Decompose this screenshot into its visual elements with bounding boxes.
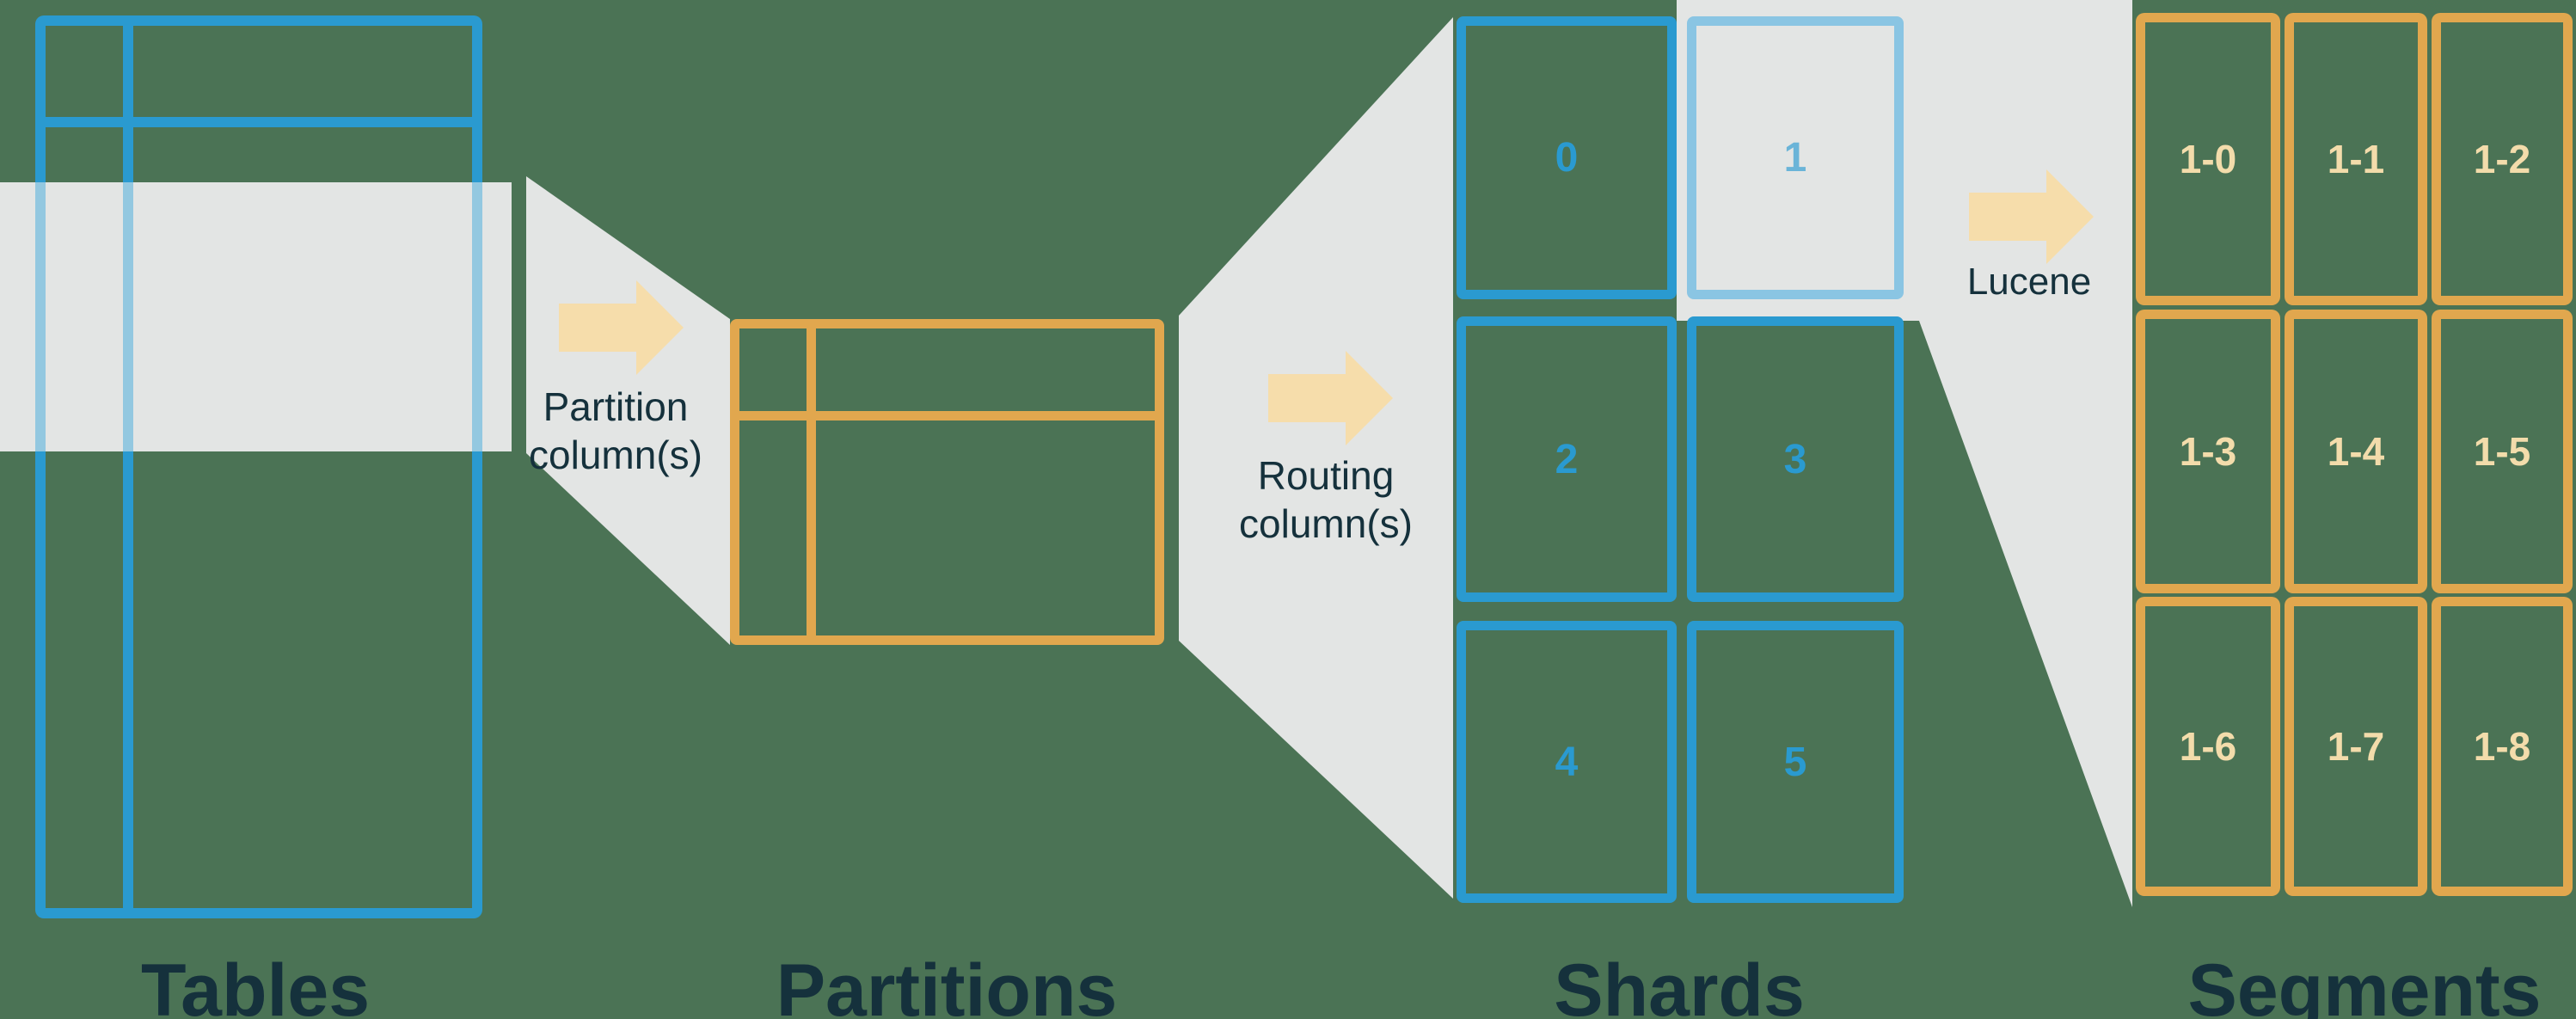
routing-columns-caption: Routing column(s): [1239, 453, 1413, 546]
segment-label: 1-8: [2473, 724, 2531, 769]
tables-header-divider: [46, 117, 472, 127]
shard-number: 2: [1555, 436, 1579, 482]
shard-box-3: 3: [1687, 316, 1904, 602]
segment-label: 1-4: [2327, 429, 2385, 474]
segment-label: 1-3: [2179, 429, 2237, 474]
shard-number: 4: [1555, 739, 1579, 785]
segment-box-1-5: 1-5: [2432, 310, 2573, 593]
segment-label: 1-6: [2179, 724, 2237, 769]
segment-box-1-2: 1-2: [2432, 13, 2573, 305]
shard-number: 1: [1783, 135, 1807, 181]
lucene-arrow-icon: [1969, 169, 2094, 264]
partitions-table: [730, 319, 1164, 645]
segment-label: 1-2: [2473, 137, 2531, 181]
shard-box-4: 4: [1457, 621, 1677, 903]
shards-stage-label: Shards: [1554, 949, 1805, 1019]
partitions-column-divider: [807, 328, 816, 635]
segment-box-1-7: 1-7: [2285, 597, 2427, 896]
shard-box-0: 0: [1457, 16, 1677, 299]
tables-table: [35, 15, 482, 918]
routing-arrow-icon: [1268, 351, 1393, 445]
segment-box-1-1: 1-1: [2285, 13, 2427, 305]
tables-stage-label: Tables: [140, 949, 371, 1019]
segment-box-1-3: 1-3: [2136, 310, 2280, 593]
segment-label: 1-5: [2473, 429, 2531, 474]
segments-stage-label: Segments: [2187, 949, 2542, 1019]
tables-column-divider: [123, 26, 133, 908]
segment-label: 1-0: [2179, 137, 2237, 181]
partitions-stage-label: Partitions: [776, 949, 1118, 1019]
segment-label: 1-7: [2327, 724, 2385, 769]
segment-box-1-8: 1-8: [2432, 597, 2573, 896]
partition-columns-caption: Partition column(s): [529, 384, 702, 477]
partitions-header-divider: [739, 411, 1155, 420]
shard-number: 3: [1783, 436, 1807, 482]
shard-number: 5: [1783, 739, 1807, 785]
lucene-caption: Lucene: [1966, 261, 2092, 303]
segment-label: 1-1: [2327, 137, 2385, 181]
shard-number: 0: [1555, 135, 1579, 181]
segment-box-1-4: 1-4: [2285, 310, 2427, 593]
shard-box-1-highlighted: 1: [1687, 16, 1904, 299]
shard-box-2: 2: [1457, 316, 1677, 602]
segment-box-1-0: 1-0: [2136, 13, 2280, 305]
segment-box-1-6: 1-6: [2136, 597, 2280, 896]
partition-arrow-icon: [559, 280, 684, 375]
shard-box-5: 5: [1687, 621, 1904, 903]
